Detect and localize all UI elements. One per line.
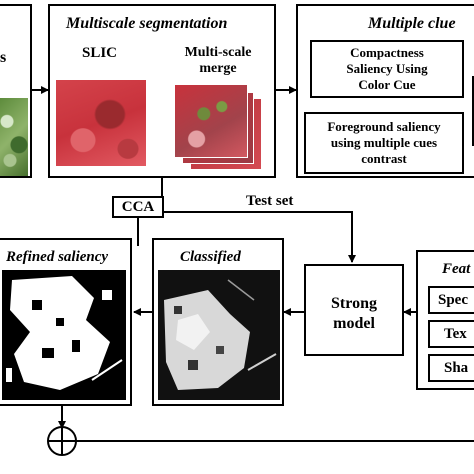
- refined-saliency-panel: Refined saliency: [0, 238, 132, 406]
- classified-map: [164, 279, 277, 390]
- cues-side-box: [472, 76, 474, 146]
- compactness-line3: Color Cue: [358, 77, 416, 92]
- slic-label: SLIC: [82, 45, 118, 61]
- input-satellite-image: [0, 98, 28, 176]
- combiner-symbol: [47, 426, 77, 456]
- features-panel: Feat Spec Tex Sha: [416, 250, 474, 390]
- strong-model-line2: model: [333, 315, 375, 332]
- feature-item-spectral: Spec: [428, 286, 474, 314]
- strong-model-line1: Strong: [331, 295, 377, 312]
- cca-box: CCA: [112, 196, 164, 218]
- segmentation-panel: Multiscale segmentation SLIC Multi-scale…: [48, 4, 276, 178]
- refined-mask: [6, 276, 123, 390]
- classified-image: [158, 270, 280, 400]
- features-title: Feat: [442, 261, 471, 277]
- segmentation-title: Multiscale segmentation: [66, 15, 228, 32]
- input-panel-partial-label: s: [0, 49, 7, 66]
- multiple-cues-panel: Multiple clue Compactness Saliency Using…: [296, 4, 474, 178]
- cues-title: Multiple clue: [368, 15, 456, 32]
- cca-label: CCA: [121, 199, 155, 215]
- classified-title: Classified: [180, 249, 241, 265]
- slic-image: [56, 80, 146, 166]
- compactness-line1: Compactness: [350, 45, 424, 60]
- test-set-label: Test set: [246, 193, 294, 209]
- merge-label-line1: Multi-scale: [184, 45, 252, 60]
- merge-image-front: [174, 84, 248, 158]
- feature-item-texture-label: Tex: [444, 326, 467, 342]
- feature-item-spectral-label: Spec: [438, 292, 468, 308]
- classified-panel: Classified: [152, 238, 284, 406]
- compactness-saliency-box: Compactness Saliency Using Color Cue: [310, 40, 464, 98]
- merge-label-line2: merge: [199, 61, 237, 76]
- feature-item-shape: Sha: [428, 354, 474, 382]
- compactness-line2: Saliency Using: [346, 61, 428, 76]
- foreground-line3: contrast: [361, 151, 407, 166]
- arrow-test-set-to-model: [161, 178, 356, 263]
- feature-item-shape-label: Sha: [444, 360, 469, 376]
- foreground-saliency-box: Foreground saliency using multiple cues …: [304, 112, 464, 174]
- refined-saliency-image: [2, 270, 126, 400]
- feature-item-texture: Tex: [428, 320, 474, 348]
- input-image-panel: s: [0, 4, 32, 178]
- strong-model-box: Strong model: [304, 264, 404, 356]
- foreground-line2: using multiple cues: [330, 135, 438, 150]
- refined-saliency-title: Refined saliency: [6, 249, 109, 265]
- foreground-line1: Foreground saliency: [327, 119, 441, 134]
